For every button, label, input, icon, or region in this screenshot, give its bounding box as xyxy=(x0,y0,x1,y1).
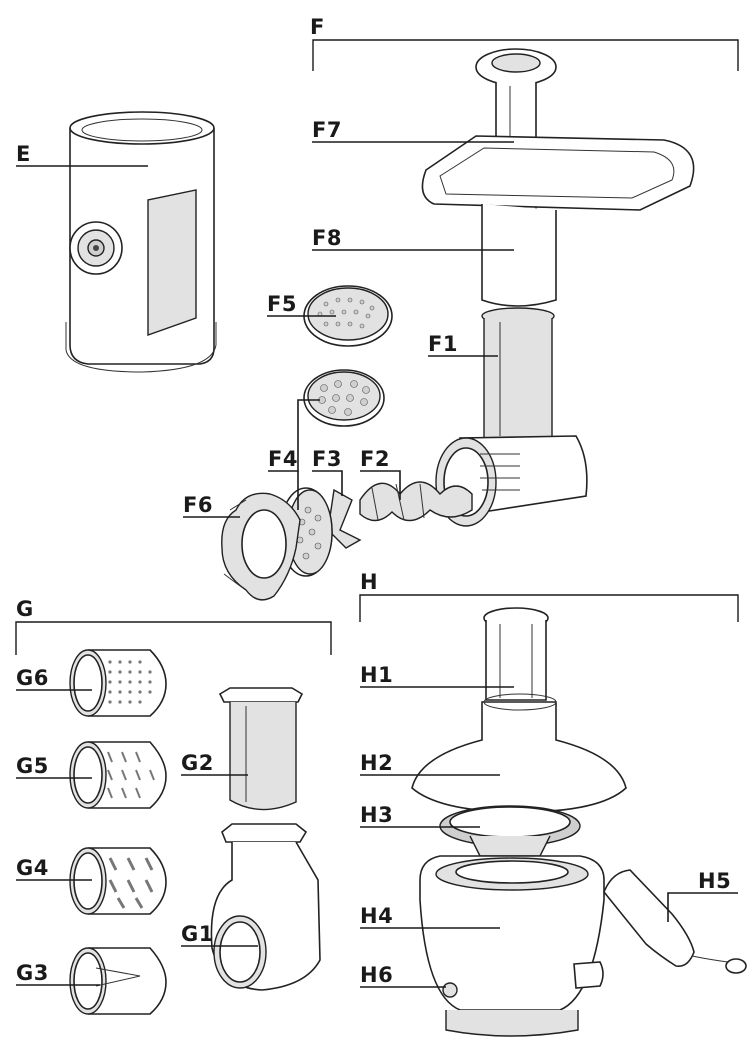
part-f3-blade xyxy=(327,488,362,549)
label-e: E xyxy=(16,142,31,166)
label-g4: G4 xyxy=(16,856,49,880)
label-f1: F1 xyxy=(428,332,458,356)
part-h5-spout xyxy=(603,869,747,974)
label-g2: G2 xyxy=(181,751,214,775)
labels: E F F7 F8 F5 F1 F4 F3 F2 F6 G H G6 G5 G2… xyxy=(16,15,731,987)
part-h2-lid xyxy=(411,693,627,813)
label-g1: G1 xyxy=(181,922,214,946)
label-f: F xyxy=(310,15,325,39)
part-g4-drum xyxy=(69,847,167,915)
label-h6: H6 xyxy=(360,963,393,987)
part-g2-pusher-tube xyxy=(218,687,304,811)
leader-lines xyxy=(16,141,738,988)
label-f8: F8 xyxy=(312,226,342,250)
label-h5: H5 xyxy=(698,869,731,893)
part-medium-plate xyxy=(303,369,385,427)
label-h2: H2 xyxy=(360,751,393,775)
part-h3-filter xyxy=(439,805,581,857)
part-f8-tray xyxy=(421,135,695,307)
label-h1: H1 xyxy=(360,663,393,687)
label-f3: F3 xyxy=(312,447,342,471)
part-g1-chute xyxy=(210,823,321,991)
part-g5-drum xyxy=(69,741,167,809)
part-g3-drum xyxy=(69,947,167,1015)
label-f6: F6 xyxy=(183,493,213,517)
label-f2: F2 xyxy=(360,447,390,471)
part-g6-drum xyxy=(69,649,167,717)
bracket-f xyxy=(312,39,739,71)
label-g6: G6 xyxy=(16,666,49,690)
part-f6-ring xyxy=(221,492,301,601)
label-f5: F5 xyxy=(267,292,297,316)
part-f5-fine-plate xyxy=(303,285,393,347)
part-h1-pusher xyxy=(483,607,549,701)
part-e-housing xyxy=(65,111,217,373)
label-g5: G5 xyxy=(16,754,49,778)
label-h4: H4 xyxy=(360,904,393,928)
label-g3: G3 xyxy=(16,961,49,985)
part-f2-auger xyxy=(359,481,473,522)
label-g: G xyxy=(16,597,34,621)
label-h3: H3 xyxy=(360,803,393,827)
bracket-g xyxy=(15,621,332,655)
label-h: H xyxy=(360,570,378,594)
label-f7: F7 xyxy=(312,118,342,142)
part-h4-base xyxy=(419,855,605,1037)
label-f4: F4 xyxy=(268,447,298,471)
bracket-h xyxy=(359,594,739,622)
